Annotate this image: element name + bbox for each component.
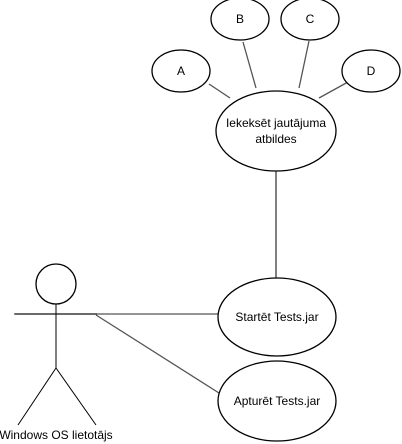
edge-actor-stop bbox=[95, 314, 220, 394]
use-case-start-label: Startēt Tests.jar bbox=[235, 310, 318, 324]
use-case-stop-label: Apturēt Tests.jar bbox=[234, 394, 320, 408]
option-c-ellipse bbox=[280, 0, 340, 41]
use-case-stop bbox=[217, 360, 337, 442]
edge-answers-c bbox=[298, 40, 310, 89]
edge-answers-a bbox=[208, 83, 231, 99]
actor-figure bbox=[15, 263, 97, 426]
option-b-ellipse bbox=[210, 0, 270, 41]
option-d-ellipse bbox=[341, 49, 401, 93]
option-a-ellipse bbox=[151, 49, 211, 93]
option-d-label: D bbox=[367, 64, 376, 78]
actor-name: Windows OS lietotājs bbox=[0, 428, 113, 442]
use-case-answer-input bbox=[215, 90, 337, 172]
option-a-label: A bbox=[177, 64, 185, 78]
use-case-answer-input-line1: Iekeksēt jautājuma bbox=[226, 116, 326, 130]
edge-answers-d bbox=[318, 81, 349, 99]
actor-head bbox=[35, 263, 77, 305]
actor-left-leg bbox=[17, 367, 57, 426]
use-case-start bbox=[217, 277, 337, 357]
actor-right-leg bbox=[55, 367, 97, 426]
use-case-answer-input-line2: atbildes bbox=[255, 132, 296, 146]
edge-answers-b bbox=[242, 41, 257, 89]
option-c-label: C bbox=[306, 12, 315, 26]
option-b-label: B bbox=[236, 12, 244, 26]
